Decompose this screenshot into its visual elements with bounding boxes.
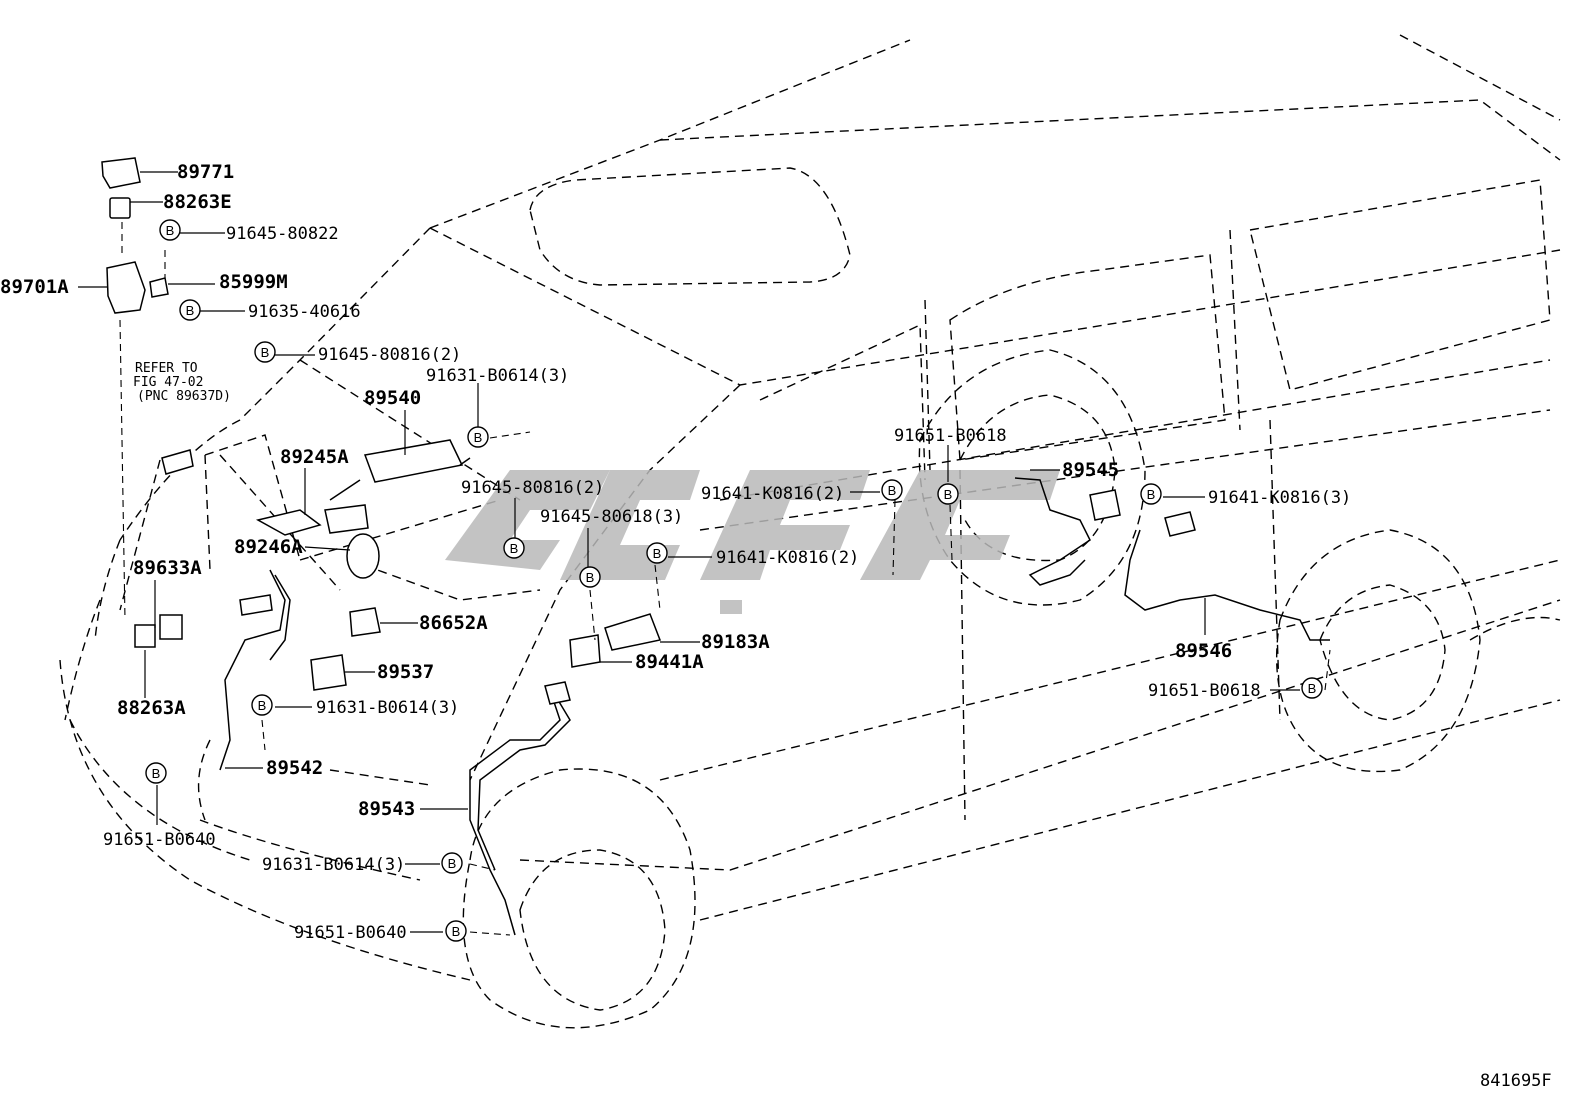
label-91645-80822: 91645-80822 — [226, 224, 339, 244]
svg-text:B: B — [1308, 681, 1317, 696]
refer-note-line2: FIG 47-02 — [133, 375, 203, 390]
label-85999M: 85999M — [219, 271, 288, 293]
label-91641-K0816-3: 91641-K0816(3) — [1208, 488, 1351, 508]
refer-note-line1: REFER TO — [135, 361, 198, 376]
bolt-markers: B B B B B B B B B B B B B B B — [145, 219, 1323, 942]
part-labels: 89771 88263E 91645-80822 89701A 85999M 9… — [0, 161, 1552, 1091]
bolt-marker-91631-B0614-c: B — [441, 852, 463, 874]
label-89633A: 89633A — [133, 557, 202, 579]
bolt-marker-91641-K0816-a: B — [881, 479, 903, 501]
label-91651-B0640-a: 91651-B0640 — [103, 830, 216, 850]
leader-lines — [78, 171, 1331, 936]
bolt-marker-91645-80618: B — [579, 566, 601, 588]
label-91651-B0618-b: 91651-B0618 — [1148, 681, 1261, 701]
label-91641-K0816-a: 91641-K0816(2) — [701, 484, 844, 504]
label-91631-B0614-a: 91631-B0614(3) — [426, 366, 569, 386]
label-89537: 89537 — [377, 661, 434, 683]
bolt-marker-91645-80816-a: B — [254, 341, 276, 363]
label-89546: 89546 — [1175, 640, 1232, 662]
svg-text:B: B — [1147, 487, 1156, 502]
diagram-id: 841695F — [1480, 1071, 1552, 1091]
svg-text:B: B — [166, 223, 175, 238]
svg-text:B: B — [448, 856, 457, 871]
bolt-marker-91641-K0816-b: B — [646, 542, 668, 564]
label-89542: 89542 — [266, 757, 323, 779]
svg-text:B: B — [653, 546, 662, 561]
svg-text:B: B — [510, 541, 519, 556]
label-89540: 89540 — [364, 387, 421, 409]
label-91631-B0614-c: 91631-B0614(3) — [262, 855, 405, 875]
svg-text:B: B — [152, 766, 161, 781]
label-91651-B0640-b: 91651-B0640 — [294, 923, 407, 943]
bolt-marker-91651-B0618-b: B — [1301, 677, 1323, 699]
bolt-marker-91645-80816-b: B — [503, 537, 525, 559]
label-91641-K0816-b: 91641-K0816(2) — [716, 548, 859, 568]
label-91645-80618: 91645-80618(3) — [540, 507, 683, 527]
bolt-marker-91651-B0618-a: B — [937, 483, 959, 505]
label-91631-B0614-b: 91631-B0614(3) — [316, 698, 459, 718]
label-89545: 89545 — [1062, 459, 1119, 481]
label-89543: 89543 — [358, 798, 415, 820]
bolt-marker-91631-B0614-b: B — [251, 694, 273, 716]
label-91635-40616: 91635-40616 — [248, 302, 361, 322]
bolt-marker-91651-B0640-a: B — [145, 762, 167, 784]
label-89771: 89771 — [177, 161, 234, 183]
svg-text:B: B — [888, 483, 897, 498]
svg-text:B: B — [186, 303, 195, 318]
label-89245A: 89245A — [280, 446, 349, 468]
label-91645-80816-a: 91645-80816(2) — [318, 345, 461, 365]
svg-text:B: B — [261, 345, 270, 360]
svg-text:B: B — [258, 698, 267, 713]
svg-text:B: B — [944, 487, 953, 502]
bolt-marker-91641-K0816-3: B — [1140, 483, 1162, 505]
svg-text:B: B — [586, 570, 595, 585]
part-shapes — [101, 157, 1330, 936]
bolt-marker-91635-40616: B — [179, 299, 201, 321]
bolt-marker-91651-B0640-b: B — [445, 920, 467, 942]
svg-text:B: B — [452, 924, 461, 939]
label-88263E: 88263E — [163, 191, 232, 213]
label-89246A: 89246A — [234, 536, 303, 558]
label-91651-B0618-a: 91651-B0618 — [894, 426, 1007, 446]
bolt-marker-91645-80822: B — [159, 219, 181, 241]
svg-text:B: B — [474, 430, 483, 445]
label-86652A: 86652A — [419, 612, 488, 634]
bolt-marker-91631-B0614-a: B — [467, 426, 489, 448]
refer-note-line3: (PNC 89637D) — [137, 389, 231, 404]
label-89183A: 89183A — [701, 631, 770, 653]
label-89701A: 89701A — [0, 276, 69, 298]
label-88263A: 88263A — [117, 697, 186, 719]
label-89441A: 89441A — [635, 651, 704, 673]
label-91645-80816-b: 91645-80816(2) — [461, 478, 604, 498]
